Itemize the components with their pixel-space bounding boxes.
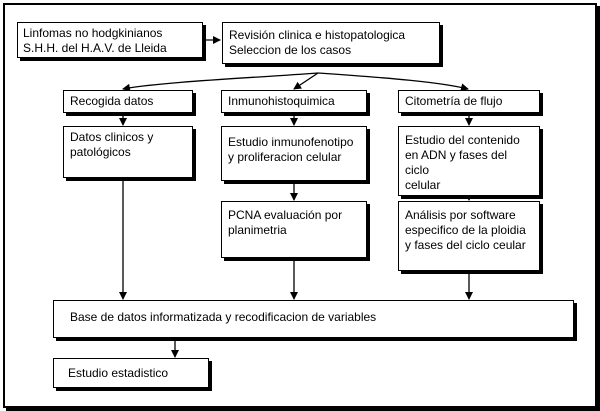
node-inmunohistoquimica: Inmunohistoquimica <box>221 90 367 113</box>
node-linfomas: Linfomas no hodgkinianos S.H.H. del H.A.… <box>17 22 203 58</box>
node-revision: Revisión clinica e histopatologica Selec… <box>222 22 440 64</box>
arrow-review-to-recogida <box>122 72 319 92</box>
node-base-de-datos: Base de datos informatizada y recodifica… <box>53 300 574 338</box>
node-estudio-adn: Estudio del contenido en ADN y fases del… <box>398 126 540 196</box>
node-pcna: PCNA evaluación por planimetria <box>221 201 367 258</box>
arrow-review-to-citometria <box>317 72 469 92</box>
node-analisis-software: Análisis por software especifico de la p… <box>398 201 540 271</box>
node-estudio-estadistico: Estudio estadistico <box>53 358 209 388</box>
arrow-review-to-inmuno <box>293 72 319 90</box>
node-datos-clinicos: Datos clinicos y patológicos <box>63 126 193 178</box>
node-citometria: Citometría de flujo <box>398 90 540 113</box>
node-estudio-inmunofenotipo: Estudio inmunofenotipo y proliferacion c… <box>221 126 367 181</box>
node-recogida-datos: Recogida datos <box>63 90 193 113</box>
